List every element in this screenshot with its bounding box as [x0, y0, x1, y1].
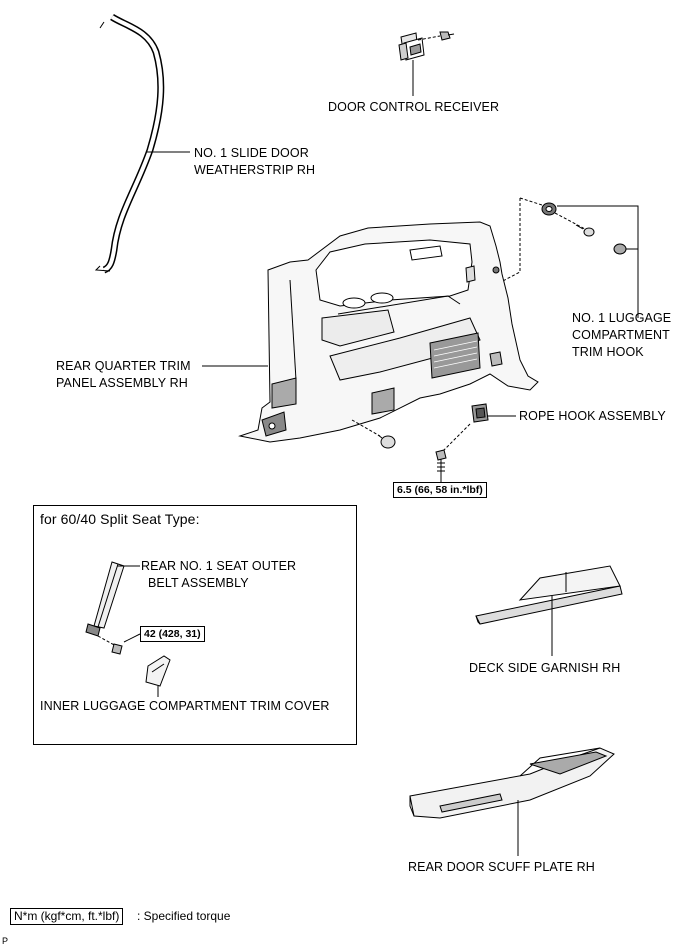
weatherstrip-label-line1: NO. 1 SLIDE DOOR	[194, 146, 309, 160]
door-control-receiver-label: DOOR CONTROL RECEIVER	[328, 100, 500, 114]
inset-title: for 60/40 Split Seat Type:	[40, 511, 200, 527]
trim-cover-label: INNER LUGGAGE COMPARTMENT TRIM COVER	[40, 699, 330, 713]
seat-belt-part	[85, 561, 125, 655]
luggage-trim-hook-part	[496, 197, 627, 285]
deck-garnish-label: DECK SIDE GARNISH RH	[469, 661, 621, 675]
scuff-plate-part	[409, 747, 615, 819]
seat-belt-label-line1: REAR NO. 1 SEAT OUTER	[141, 559, 297, 573]
rope-hook-torque-box: 6.5 (66, 58 in.*lbf)	[393, 482, 487, 498]
trim-hook-label-line3: TRIM HOOK	[572, 345, 644, 359]
weatherstrip-label-line2: WEATHERSTRIP RH	[194, 163, 316, 177]
split-seat-inset	[33, 505, 357, 745]
luggage-trim-hook-leader	[557, 205, 639, 318]
torque-legend-unit: N*m (kgf*cm, ft.*lbf)	[10, 908, 124, 925]
trim-hook-label-line2: COMPARTMENT	[572, 328, 670, 342]
corner-mark: P	[2, 936, 9, 946]
seat-belt-torque-leader	[123, 633, 141, 643]
door-control-receiver-part	[398, 31, 455, 61]
trim-cover-part	[145, 655, 171, 687]
scuff-plate-label: REAR DOOR SCUFF PLATE RH	[408, 860, 595, 874]
rope-hook-part	[435, 403, 489, 474]
seat-belt-label-line2: BELT ASSEMBLY	[148, 576, 249, 590]
quarter-trim-label-line1: REAR QUARTER TRIM	[56, 359, 191, 373]
trim-hook-label-line1: NO. 1 LUGGAGE	[572, 311, 672, 325]
weatherstrip-part	[94, 13, 165, 274]
rope-hook-label: ROPE HOOK ASSEMBLY	[519, 409, 666, 423]
quarter-trim-label-line2: PANEL ASSEMBLY RH	[56, 376, 188, 390]
seat-belt-torque-box: 42 (428, 31)	[140, 626, 205, 642]
panel-clip-part	[351, 419, 396, 449]
rear-quarter-trim-panel-part	[238, 221, 539, 443]
deck-side-garnish-part	[475, 565, 623, 625]
torque-legend-text: : Specified torque	[137, 909, 231, 923]
